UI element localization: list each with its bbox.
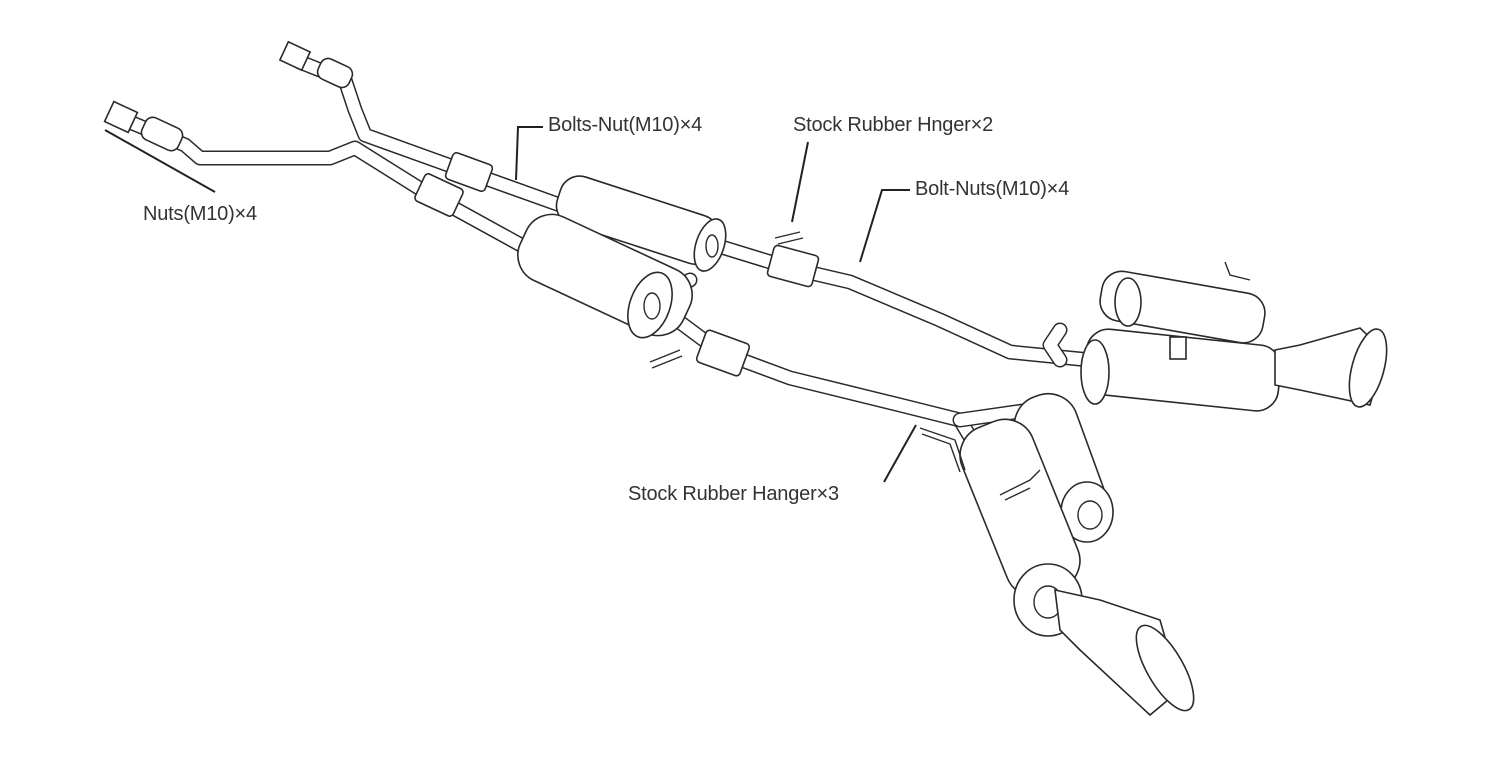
label-nuts: Nuts(M10)×4 bbox=[143, 203, 257, 225]
leader-stock-rubber-hanger bbox=[883, 424, 917, 483]
label-bolt-nuts: Bolt-Nuts(M10)×4 bbox=[915, 178, 1070, 200]
flange-clamp bbox=[414, 151, 820, 377]
center-muffler-upper bbox=[555, 175, 727, 272]
inlet-flange-upper bbox=[278, 40, 354, 89]
exhaust-tip-right bbox=[1274, 327, 1388, 408]
exhaust-tip-lower bbox=[1054, 588, 1195, 717]
center-muffler-lower bbox=[517, 213, 693, 339]
lower-pipe bbox=[117, 112, 998, 478]
rubber-hanger bbox=[649, 231, 1251, 501]
leader-nuts bbox=[104, 129, 216, 193]
leader-stock-rubber-hnger bbox=[791, 141, 809, 223]
leader-bolts-nut bbox=[515, 126, 543, 181]
label-stock-rubber-hnger: Stock Rubber Hnger×2 bbox=[793, 114, 994, 136]
upper-pipe bbox=[292, 54, 1098, 368]
rear-muffler-upper bbox=[1099, 270, 1266, 344]
label-bolts-nut: Bolts-Nut(M10)×4 bbox=[548, 114, 703, 136]
label-stock-rubber-hanger: Stock Rubber Hanger×3 bbox=[628, 483, 839, 505]
rear-muffler-lower bbox=[1080, 328, 1282, 412]
leader-bolt-nuts bbox=[859, 189, 910, 263]
inlet-flange-lower bbox=[103, 100, 184, 152]
